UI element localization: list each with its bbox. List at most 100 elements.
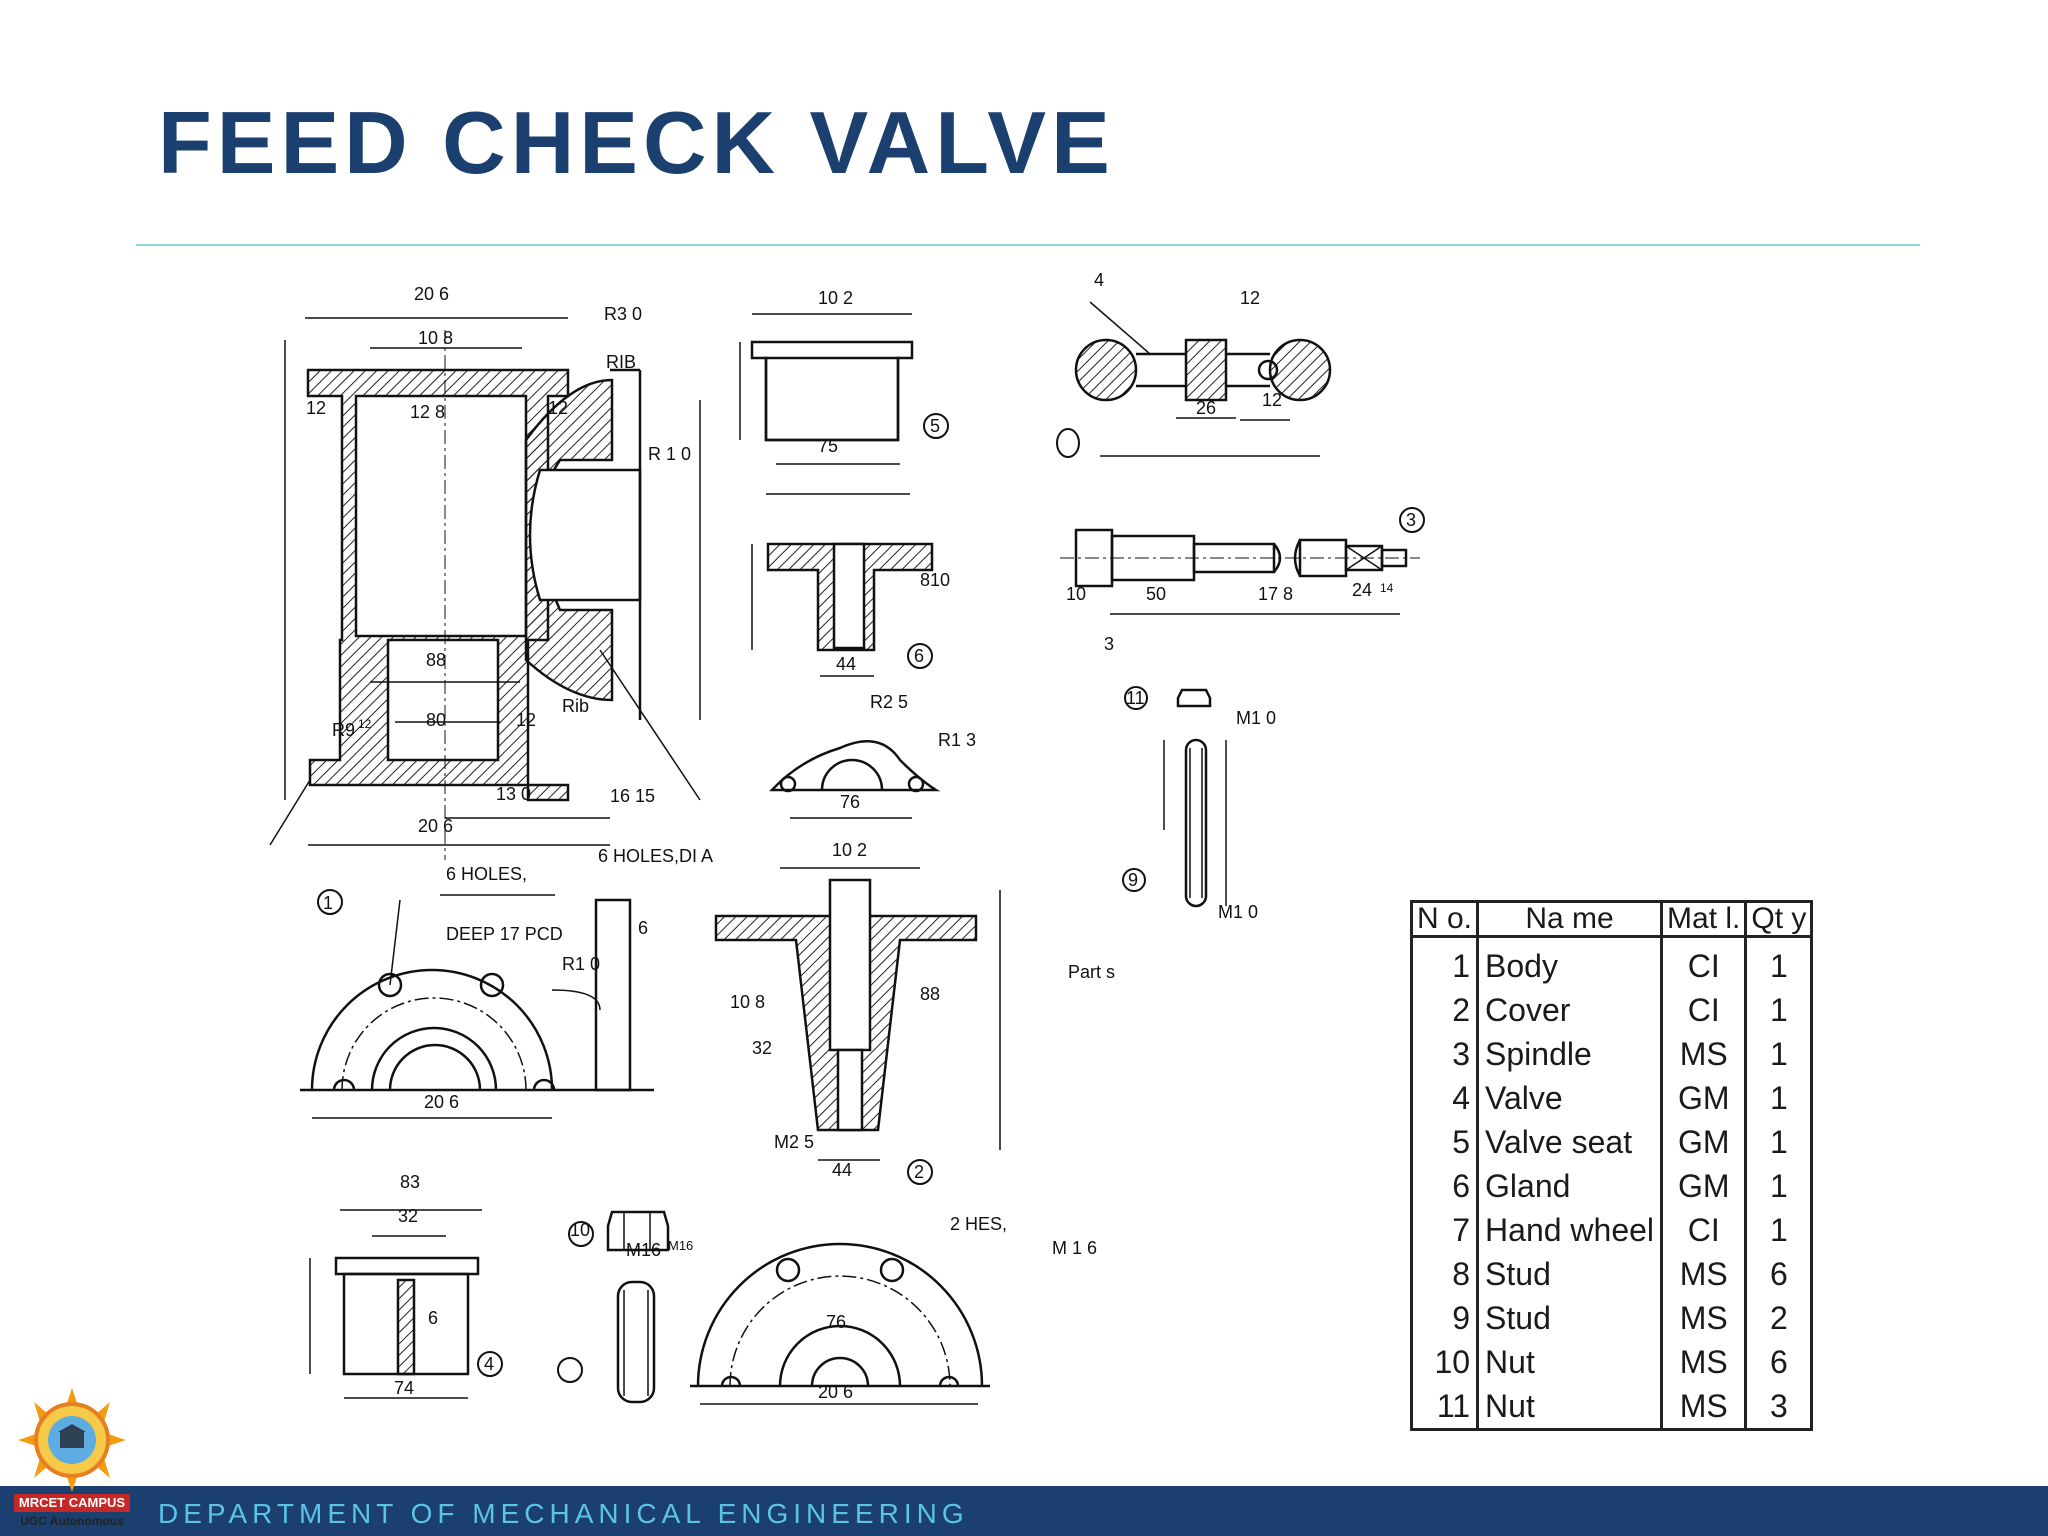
dim-6-plan: 6	[638, 918, 648, 938]
dim-body-base: 20 6	[418, 816, 453, 836]
cell-qty: 6	[1744, 1340, 1812, 1384]
label-two-hes: 2 HES,	[950, 1214, 1007, 1234]
cell-qty: 2	[1744, 1296, 1812, 1340]
table-row: 3 Spindle MS 1	[1412, 1032, 1812, 1076]
table-row: 11 Nut MS 3	[1412, 1384, 1812, 1430]
dim-gland-44: 44	[836, 654, 856, 674]
cover-plan-labels: 2 HES, M 1 6 76 20 6	[818, 1214, 1097, 1402]
cell-name: Stud	[1476, 1252, 1662, 1296]
dim-cover-32: 32	[752, 1038, 772, 1058]
sun-emblem-icon	[18, 1388, 126, 1492]
dim-cover-108: 10 8	[730, 992, 765, 1012]
table-row: 4 Valve GM 1	[1412, 1076, 1812, 1120]
cell-qty: 1	[1744, 1076, 1812, 1120]
dim-r10: R 1 0	[648, 444, 691, 464]
dim-wheel-4: 4	[1094, 270, 1104, 290]
dim-r30: R3 0	[604, 304, 642, 324]
cell-material: MS	[1660, 1252, 1746, 1296]
dim-spindle-178: 17 8	[1258, 584, 1293, 604]
part-number-10: 10	[570, 1220, 590, 1240]
label-rib-top: RIB	[606, 352, 636, 372]
dim-spindle-3: 3	[1104, 634, 1114, 654]
cell-no: 1	[1452, 947, 1471, 984]
cell-material: MS	[1660, 1032, 1746, 1076]
cell-name: Valve seat	[1476, 1120, 1662, 1164]
cell-name: Stud	[1476, 1296, 1662, 1340]
cell-no: 2	[1452, 991, 1471, 1028]
dim-r9: R9	[332, 720, 355, 740]
dim-cover-m25: M2 5	[774, 1132, 814, 1152]
cell-qty: 1	[1744, 1164, 1812, 1208]
dim-spindle-14: 14	[1380, 581, 1394, 595]
label-deep-pcd: DEEP 17 PCD	[446, 924, 563, 944]
header-qty: Qt y	[1744, 901, 1812, 938]
cell-name: Hand wheel	[1476, 1208, 1662, 1252]
dim-valve-6: 6	[428, 1308, 438, 1328]
college-logo: MRCET CAMPUS UGC Autonomous	[14, 1386, 130, 1532]
dim-body-top: 20 6	[414, 284, 449, 304]
parts-table-header: N o. Na me Mat l. Qt y	[1411, 901, 1812, 938]
cell-material: GM	[1660, 1120, 1746, 1164]
cell-no: 7	[1452, 1211, 1471, 1248]
dim-80: 80	[426, 710, 446, 730]
dim-body-bore: 10 8	[418, 328, 453, 348]
dim-cover-102: 10 2	[832, 840, 867, 860]
table-row: 6 Gland GM 1	[1412, 1164, 1812, 1208]
dim-valve-32: 32	[398, 1206, 418, 1226]
part-number-9: 9	[1128, 870, 1138, 890]
part-number-4: 4	[484, 1354, 494, 1374]
table-row: 5 Valve seat GM 1	[1412, 1120, 1812, 1164]
cell-no: 6	[1452, 1167, 1471, 1204]
nut-stud-labels: 10 M16 M16	[570, 1220, 693, 1260]
cell-no: 4	[1452, 1079, 1471, 1116]
table-row: 7 Hand wheel CI 1	[1412, 1208, 1812, 1252]
dim-valve-74: 74	[394, 1378, 414, 1398]
slide-title: FEED CHECK VALVE	[158, 93, 1115, 192]
part-number-11: 11	[1126, 688, 1145, 708]
dim-stud-m10-b: M1 0	[1218, 902, 1258, 922]
dim-nut-m16: M16	[626, 1240, 661, 1260]
nut-stud-view	[557, 1210, 670, 1404]
cell-no: 11	[1436, 1387, 1471, 1424]
label-parts: Part s	[1068, 962, 1115, 982]
hand-wheel-labels: 4 12 26 12	[1094, 270, 1282, 418]
cell-qty: 6	[1744, 1252, 1812, 1296]
dim-gland-76: 76	[840, 792, 860, 812]
dim-r10-plan: R1 0	[562, 954, 600, 974]
cell-material: MS	[1660, 1384, 1746, 1430]
cell-qty: 1	[1744, 988, 1812, 1032]
dim-wheel-12a: 12	[1240, 288, 1260, 308]
body-plan-labels: 6 HOLES, DEEP 17 PCD R1 0 6 20 6 1	[317, 864, 648, 1112]
part-number-3: 3	[1406, 510, 1416, 530]
cover-view	[714, 867, 1001, 1185]
dim-gland-810: 810	[920, 570, 950, 590]
body-bore	[386, 638, 500, 762]
dim-12-low: 12	[516, 710, 536, 730]
stud-nut-view	[1122, 686, 1227, 908]
dim-valve-83: 83	[400, 1172, 420, 1192]
part-number-1: 1	[323, 893, 333, 913]
label-rib-low: Rib	[562, 696, 589, 716]
valve-labels: 83 32 6 74 4	[394, 1172, 494, 1398]
dim-nut-m16-b: M16	[668, 1238, 693, 1253]
gland-labels: 810 44 6 R2 5 R1 3 76	[836, 570, 976, 812]
valve-view	[309, 1209, 503, 1399]
dim-cover-44: 44	[832, 1160, 852, 1180]
cell-name: Nut	[1476, 1384, 1662, 1430]
cell-qty: 1	[1744, 1208, 1812, 1252]
cell-no: 5	[1452, 1123, 1471, 1160]
body-section-view	[269, 317, 701, 860]
cover-labels: 10 2 10 8 88 32 M2 5 44 2	[730, 840, 940, 1182]
dim-130: 13 0	[496, 784, 531, 804]
cell-no: 3	[1452, 1035, 1471, 1072]
footer-bar: DEPARTMENT OF MECHANICAL ENGINEERING	[0, 1486, 2048, 1536]
dim-plan2-76: 76	[826, 1312, 846, 1332]
logo-campus-badge: MRCET CAMPUS	[14, 1494, 130, 1512]
dim-wheel-26: 26	[1196, 398, 1216, 418]
dim-128: 12 8	[410, 402, 445, 422]
cell-name: Body	[1476, 936, 1662, 988]
dim-cover-88: 88	[920, 984, 940, 1004]
stud-nut-labels: 11 M1 0 9 M1 0	[1126, 688, 1276, 922]
header-material: Mat l.	[1660, 901, 1746, 938]
